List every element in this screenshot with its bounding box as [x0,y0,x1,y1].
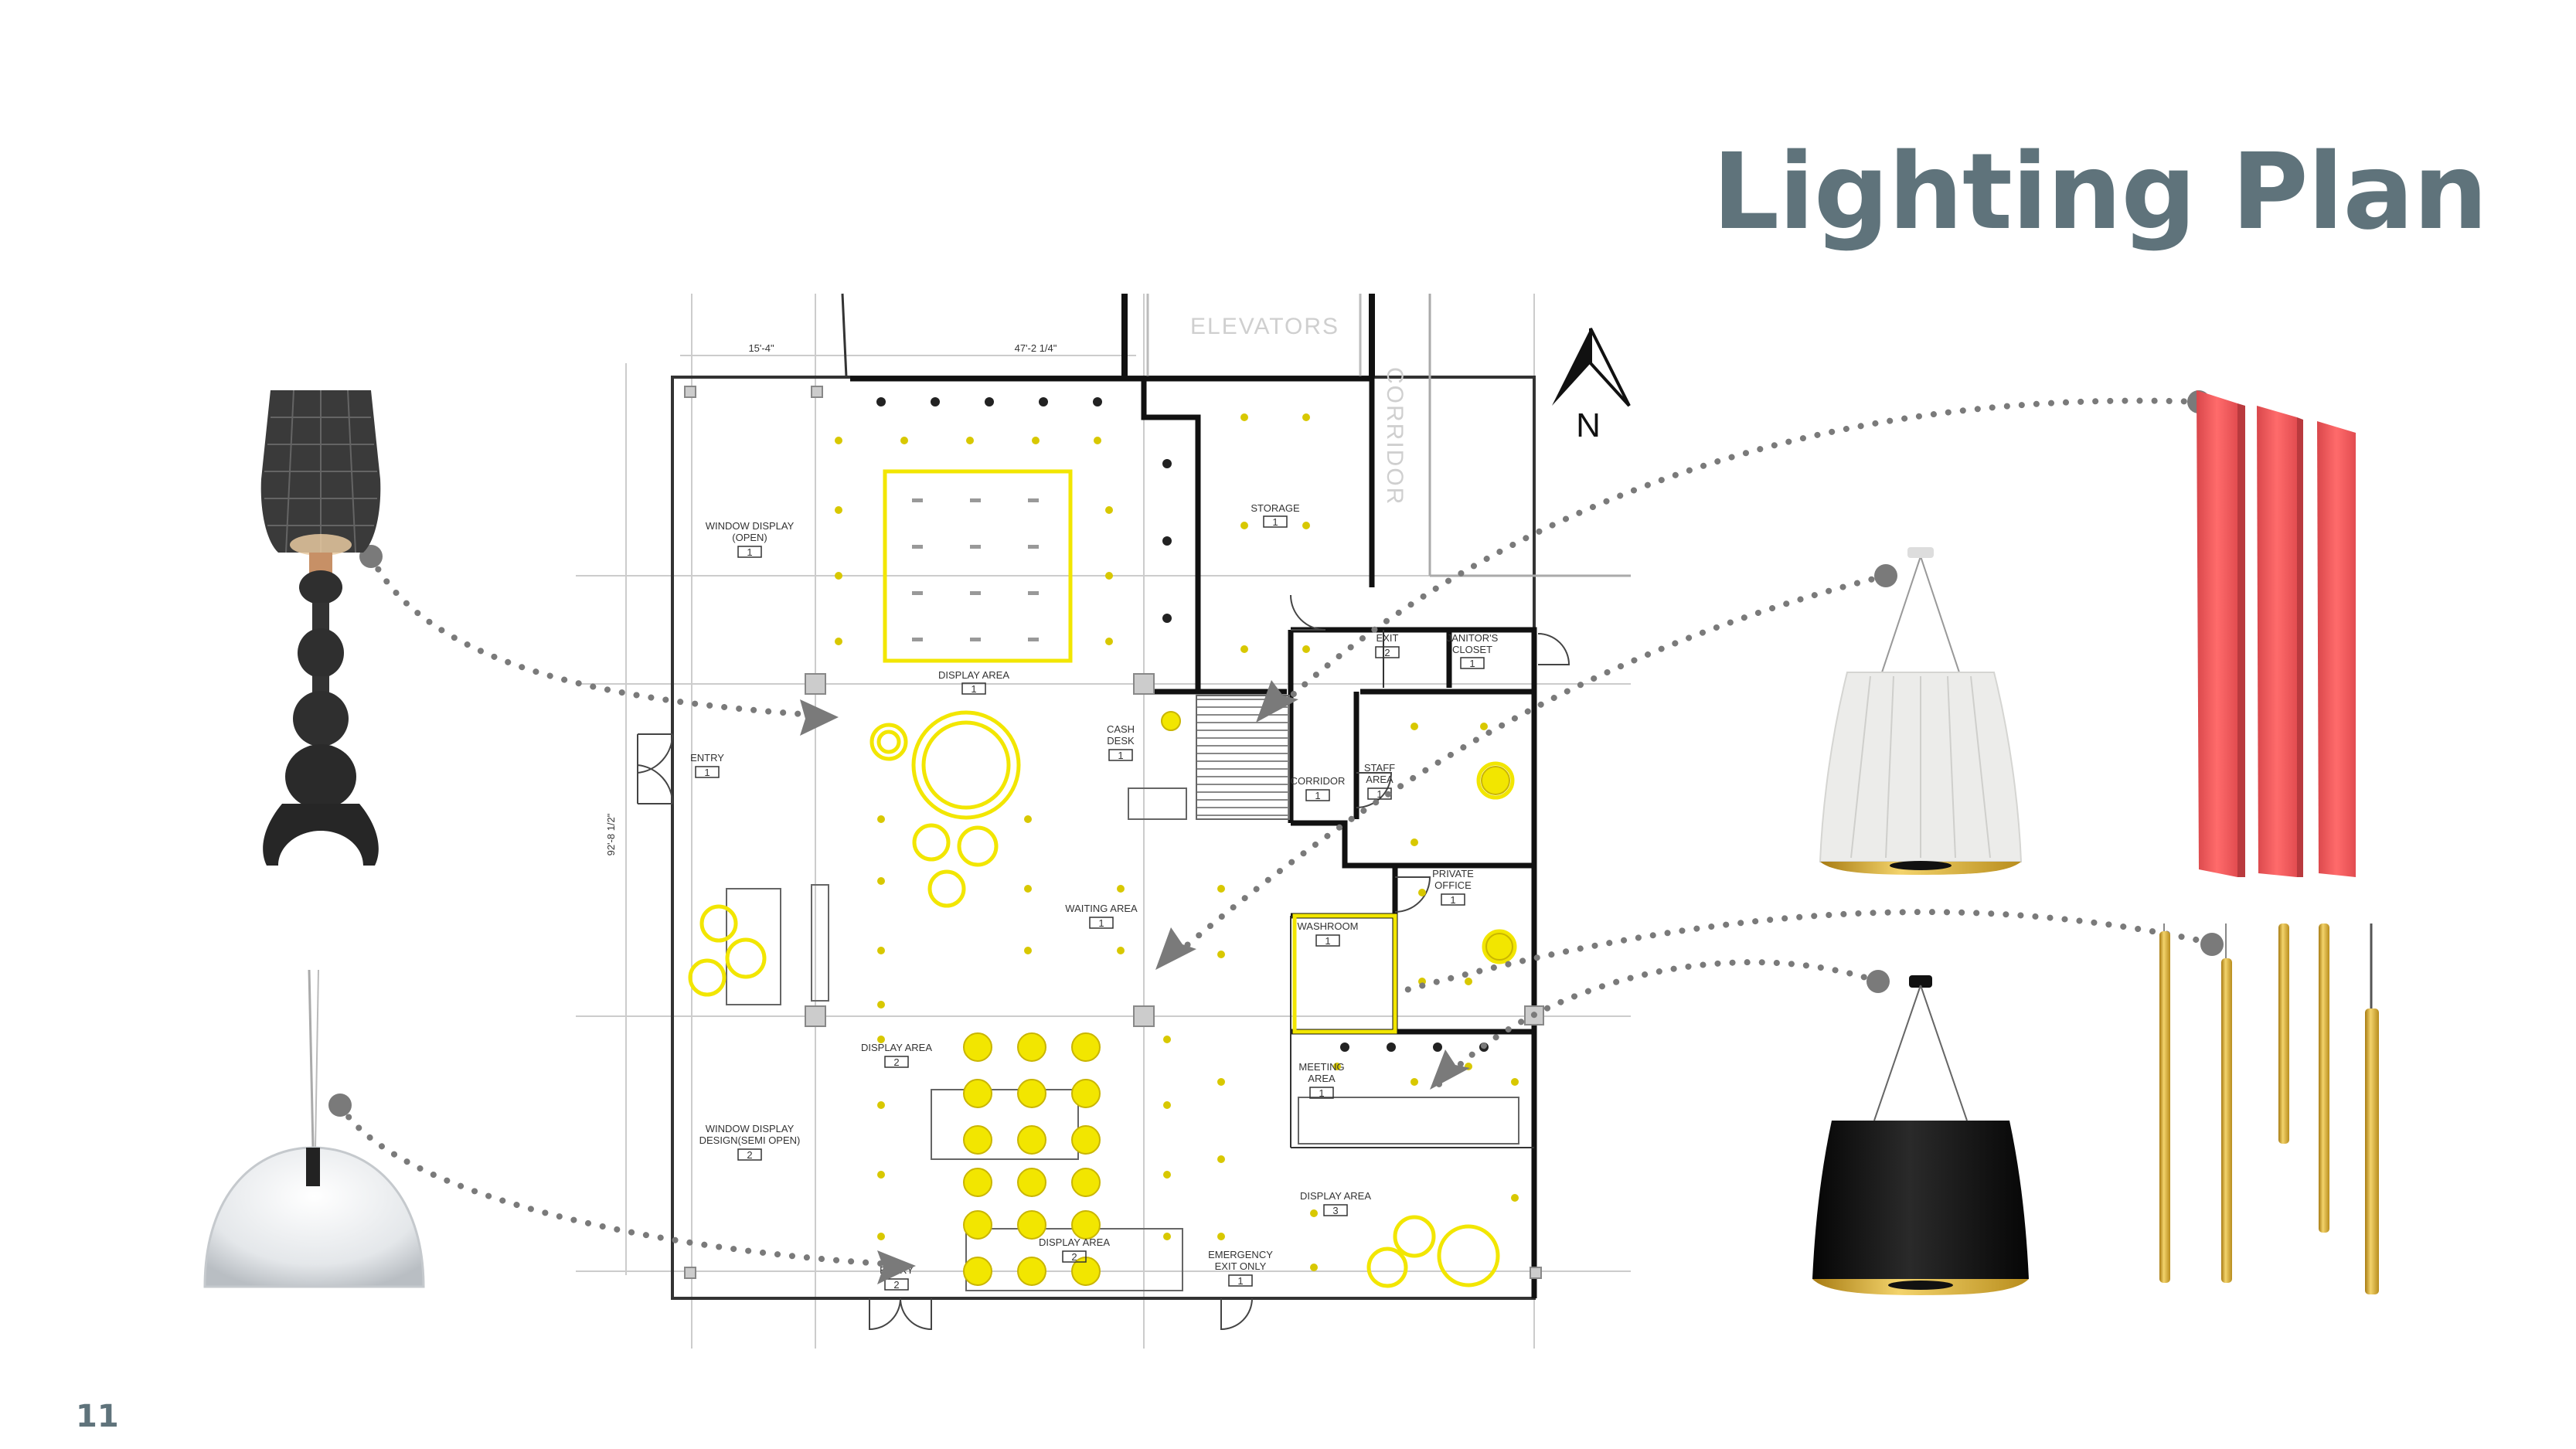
room-emergency-l1: EMERGENCY [1208,1249,1273,1260]
room-tag: 3 [1332,1205,1338,1216]
black-drum-pendant [1812,975,2029,1295]
room-window-semi-l2: DESIGN(SEMI OPEN) [699,1134,801,1146]
page-title: Lighting Plan [1712,131,2488,253]
room-emergency-l2: EXIT ONLY [1215,1260,1267,1272]
room-tag: 2 [1071,1251,1077,1263]
room-tag: 2 [893,1279,899,1291]
wall-sconces [876,397,1489,1052]
panel-fixtures [912,498,1039,641]
north-label: N [1576,406,1601,444]
room-office-l2: OFFICE [1434,879,1472,891]
display-furniture [726,787,1519,1291]
room-office-l1: PRIVATE [1432,868,1474,879]
clear-dome-pendant [203,969,425,1288]
room-tag: 1 [704,767,710,778]
plan-grid [576,294,1631,1349]
corridor-vertical-label: CORRIDOR [1382,367,1407,505]
room-labels: WINDOW DISPLAY (OPEN) 1 DISPLAY AREA 1 S… [690,502,1499,1291]
room-tag: 1 [1237,1275,1243,1287]
black-beaded-floor-lamp [260,389,381,866]
room-staff-l2: AREA [1366,774,1393,785]
room-tag: 1 [1118,750,1123,761]
connector-lines [337,397,2214,1267]
dimension-top-right: 47'-2 1/4" [1015,342,1057,354]
recessed-downlights [835,413,1519,1271]
room-label: DISPLAY AREA [1300,1190,1371,1202]
room-tag: 1 [1098,917,1104,929]
room-window-semi-l1: WINDOW DISPLAY [706,1123,795,1134]
circle-pendants [688,710,1517,1288]
room-label: ENTRY [690,752,724,764]
floor-plan: 15'-4" 47'-2 1/4" 92'-8 1/2" ELEVATORS C… [576,293,1631,1349]
room-tag: 1 [971,683,976,695]
room-meeting-l1: MEETING [1298,1061,1344,1073]
room-label: EXIT [1376,632,1399,644]
room-label: DISPLAY AREA [861,1042,932,1053]
doors [637,594,1570,1331]
room-janitors-l1: JANITOR'S [1447,632,1499,644]
room-tag: 2 [893,1056,899,1068]
interior-walls [850,376,1537,1298]
room-janitors-l2: CLOSET [1452,644,1492,655]
room-tag: 1 [1319,1087,1324,1099]
room-tag: 2 [1384,647,1390,658]
room-window-display-open-l2: (OPEN) [732,532,767,543]
thin-walls [1290,630,1534,1148]
page-number: 11 [76,1399,119,1434]
room-tag: 2 [747,1149,752,1161]
room-label: CORRIDOR [1291,775,1346,787]
room-label: WASHROOM [1298,920,1359,932]
north-arrow: N [1552,328,1631,444]
red-linear-wall-panels [2197,390,2356,877]
room-tag: 1 [1325,935,1330,947]
room-label: WAITING AREA [1065,903,1138,914]
filled-spot-fixtures [963,711,1513,1286]
elevators-label: ELEVATORS [1190,314,1339,339]
room-tag: 1 [1315,790,1320,801]
room-window-display-open-l1: WINDOW DISPLAY [706,520,795,532]
room-staff-l1: STAFF [1364,762,1395,774]
dimension-left: 92'-8 1/2" [605,813,617,855]
room-label: DISPLAY AREA [938,669,1009,681]
display-area-ceiling-panel [883,469,1073,663]
columns [684,386,1544,1279]
room-cash-l1: CASH [1107,723,1135,735]
room-cash-l2: DESK [1107,735,1135,747]
dimension-top-left: 15'-4" [748,342,774,354]
gold-tube-pendants [2159,923,2379,1294]
room-tag: 1 [1376,788,1382,800]
room-tag: 1 [1272,516,1278,528]
room-label: DISPLAY AREA [1039,1236,1110,1248]
white-drum-pendant [1819,547,2023,875]
room-meeting-l2: AREA [1308,1073,1336,1084]
room-label: STORAGE [1251,502,1300,514]
washroom-highlight [1292,913,1397,1034]
connector-arrowheads [800,680,1470,1284]
room-tag: 1 [747,546,752,558]
room-tag: 1 [1450,894,1455,906]
room-tag: 1 [1469,658,1475,669]
stairs [1196,695,1290,820]
